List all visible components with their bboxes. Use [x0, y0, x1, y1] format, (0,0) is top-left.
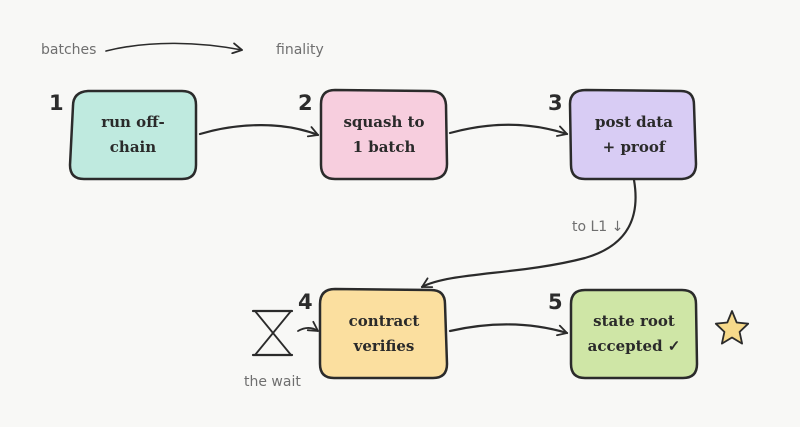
legend-finality-label: finality: [276, 42, 324, 58]
to-l1-label: to L1 ↓: [572, 219, 624, 235]
step-1-box: [68, 89, 198, 181]
step-2-box: [319, 88, 449, 181]
step-4-number: 4: [298, 290, 313, 314]
step-1-label: run off- chain: [101, 113, 165, 156]
arrow-3-to-4: [420, 178, 637, 289]
step-3-box: [568, 88, 698, 181]
step-5-number: 5: [548, 290, 563, 314]
step-5-box: [569, 288, 699, 380]
hourglass-icon: [251, 309, 294, 357]
step-4-label: contract verifies: [348, 312, 420, 355]
arrow-1-to-2: [198, 124, 320, 138]
legend-batches-label: batches: [41, 42, 97, 58]
the-wait-label: the wait: [244, 374, 301, 390]
step-2-number: 2: [298, 91, 313, 115]
arrow-2-to-3: [448, 123, 569, 137]
step-3-number: 3: [548, 91, 563, 115]
star-icon: [714, 310, 750, 345]
arrow-wait-to-4: [297, 320, 319, 332]
step-2-label: squash to 1 batch: [343, 113, 425, 156]
legend-arrow: [105, 42, 243, 55]
step-5-label: state root accepted ✓: [587, 312, 681, 355]
step-3-label: post data + proof: [595, 113, 673, 156]
step-1-number: 1: [49, 91, 64, 115]
step-4-box: [318, 287, 449, 380]
arrow-4-to-5: [448, 323, 569, 337]
